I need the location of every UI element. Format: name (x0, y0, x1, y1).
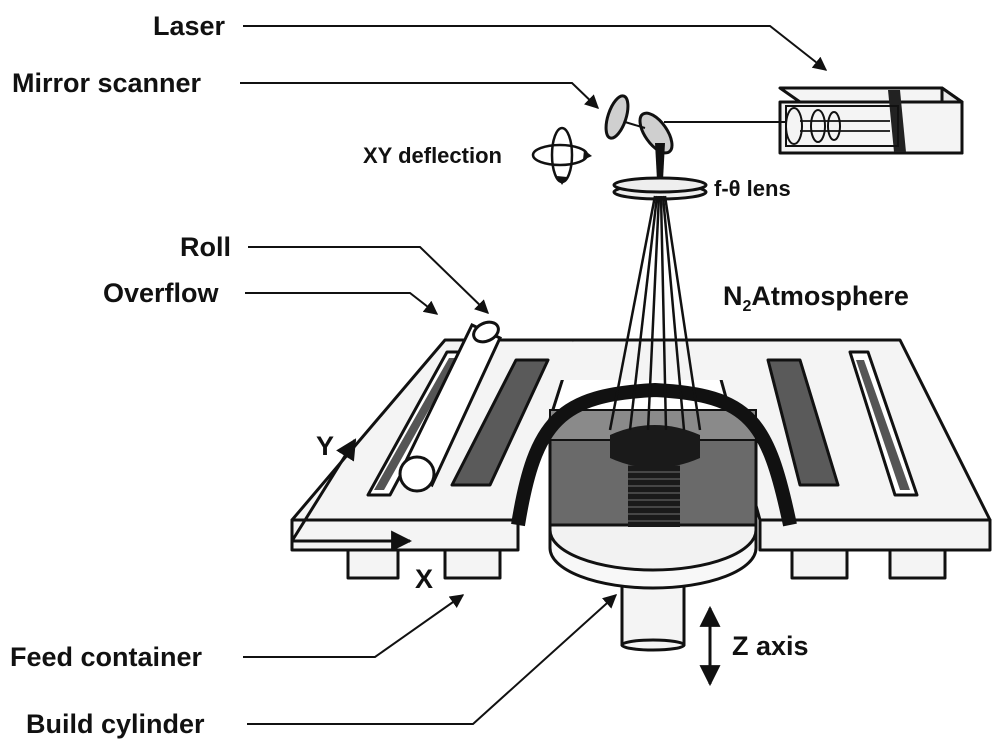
label-f-theta-lens: f-θ lens (714, 176, 791, 201)
label-build-cylinder: Build cylinder (26, 709, 205, 739)
label-n2-atmosphere: N2Atmosphere (723, 281, 909, 315)
label-axis-y: Y (316, 431, 334, 461)
leader-lines (240, 25, 828, 725)
xy-axes (290, 438, 413, 552)
label-z-axis: Z axis (732, 631, 809, 661)
laser-unit (778, 86, 964, 155)
mirror-scanner-mirrors (604, 94, 674, 180)
label-xy-deflection: XY deflection (363, 143, 502, 168)
label-mirror-scanner: Mirror scanner (12, 68, 202, 98)
xy-deflection-icon (531, 126, 592, 185)
label-overflow: Overflow (103, 278, 220, 308)
label-axis-x: X (415, 564, 433, 594)
f-theta-lens (612, 176, 708, 201)
label-laser: Laser (153, 11, 226, 41)
scan-beams (608, 195, 702, 431)
roll (398, 320, 502, 493)
label-roll: Roll (180, 232, 231, 262)
build-chamber (511, 383, 797, 652)
label-feed-container: Feed container (10, 642, 203, 672)
